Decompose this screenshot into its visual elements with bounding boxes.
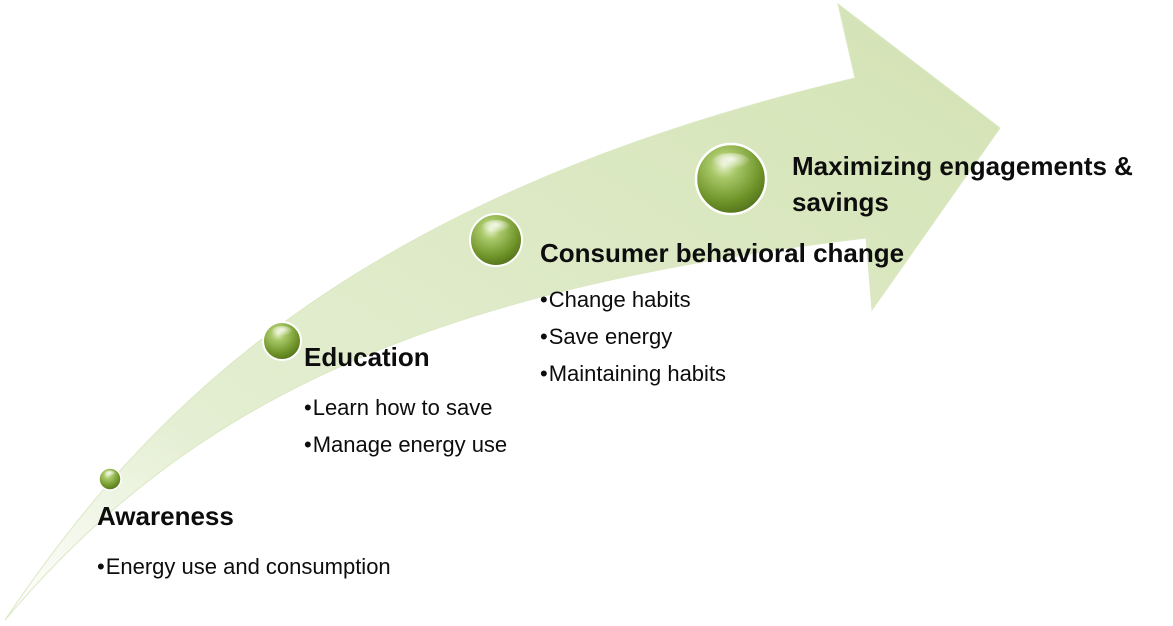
bullet: • bbox=[304, 395, 312, 420]
item-text: Maintaining habits bbox=[548, 361, 727, 386]
stage-title: Education bbox=[304, 342, 430, 372]
stage-title-line2: savings bbox=[792, 187, 889, 217]
stage-title-line1: Maximizing engagements & bbox=[792, 151, 1133, 181]
bead-awareness bbox=[98, 467, 122, 491]
bullet: • bbox=[304, 432, 312, 457]
bead-education bbox=[262, 321, 302, 361]
bullet: • bbox=[97, 554, 105, 579]
item-text: Learn how to save bbox=[312, 395, 493, 420]
stage-items: •Energy use and consumption bbox=[97, 548, 391, 585]
list-item: •Change habits bbox=[540, 281, 904, 318]
stage-behavior: Consumer behavioral change •Change habit… bbox=[540, 235, 904, 392]
stage-items: •Learn how to save •Manage energy use bbox=[304, 389, 507, 463]
bullet: • bbox=[540, 287, 548, 312]
item-text: Manage energy use bbox=[312, 432, 508, 457]
stage-items: •Change habits •Save energy •Maintaining… bbox=[540, 281, 904, 392]
list-item: •Save energy bbox=[540, 318, 904, 355]
bullet: • bbox=[540, 361, 548, 386]
bead-maximize bbox=[694, 142, 768, 216]
list-item: •Maintaining habits bbox=[540, 355, 904, 392]
item-text: Energy use and consumption bbox=[105, 554, 391, 579]
list-item: •Energy use and consumption bbox=[97, 548, 391, 585]
stage-education: Education •Learn how to save •Manage ene… bbox=[304, 339, 507, 463]
list-item: •Learn how to save bbox=[304, 389, 507, 426]
stage-awareness: Awareness •Energy use and consumption bbox=[97, 498, 391, 585]
bead-behavior bbox=[469, 213, 523, 267]
list-item: •Manage energy use bbox=[304, 426, 507, 463]
item-text: Change habits bbox=[548, 287, 691, 312]
stage-title: Consumer behavioral change bbox=[540, 238, 905, 268]
stage-title: Awareness bbox=[97, 501, 234, 531]
bullet: • bbox=[540, 324, 548, 349]
stage-maximize: Maximizing engagements & savings bbox=[792, 148, 1133, 220]
item-text: Save energy bbox=[548, 324, 673, 349]
